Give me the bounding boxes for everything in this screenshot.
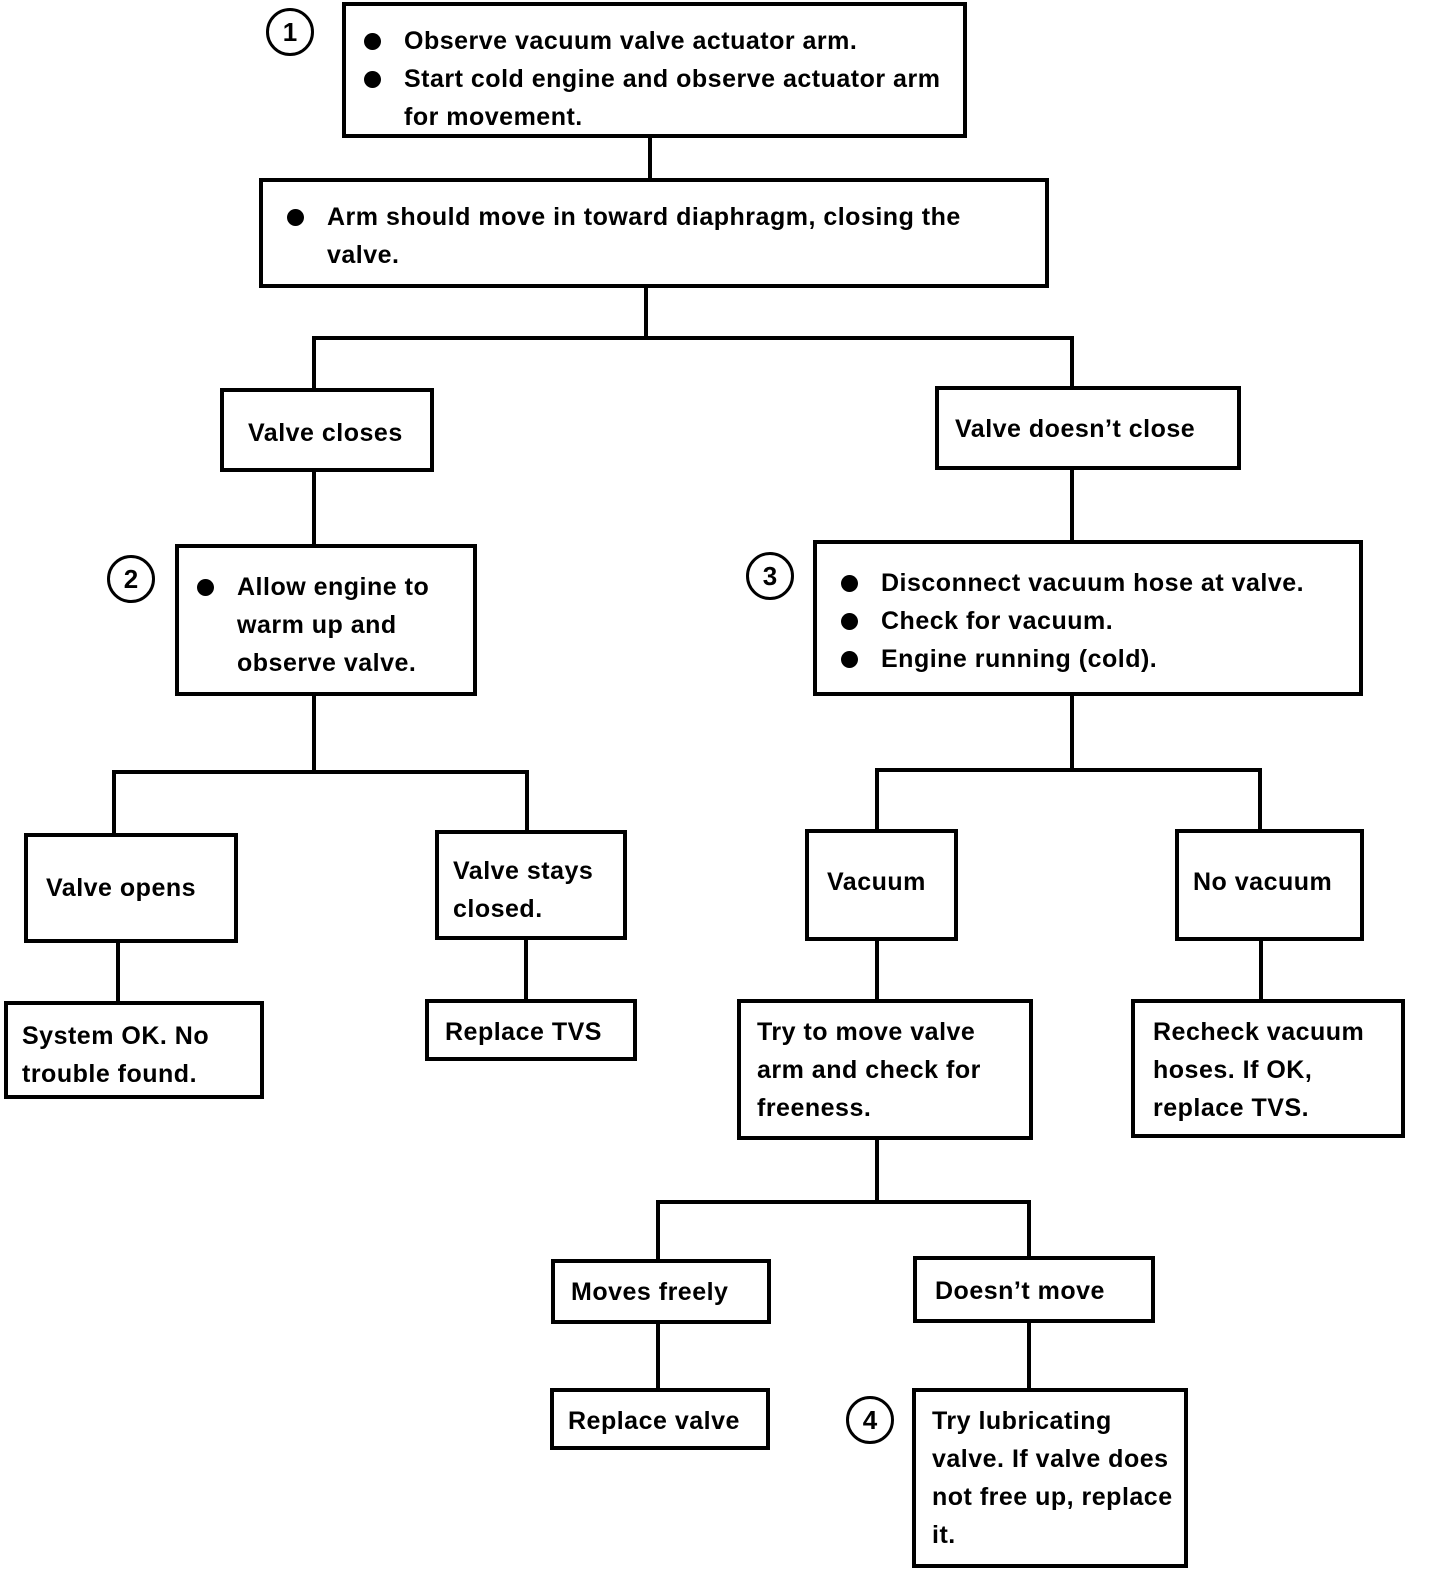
label-doesnt-move: Doesn’t move xyxy=(935,1277,1105,1305)
label-replace-valve: Replace valve xyxy=(568,1407,740,1435)
step-2-marker: 2 xyxy=(107,555,155,603)
step-4-marker: 4 xyxy=(846,1396,894,1444)
box-system-ok: System OK. No trouble found. xyxy=(4,1001,264,1099)
connector-warm-split xyxy=(112,692,529,837)
connector-trymove-split xyxy=(656,1136,1031,1263)
bullet-allow-warm-up: Allow engine to warm up and observe valv… xyxy=(195,568,463,682)
box-disconnect-vacuum-hose: Disconnect vacuum hose at valve. Check f… xyxy=(813,540,1363,696)
box-arm-should-move: Arm should move in toward diaphragm, clo… xyxy=(259,178,1049,288)
box-valve-doesnt-close: Valve doesn’t close xyxy=(935,386,1241,470)
box-valve-stays-closed: Valve stays closed. xyxy=(435,830,627,940)
box-valve-opens: Valve opens xyxy=(24,833,238,943)
box-moves-freely: Moves freely xyxy=(551,1259,771,1324)
step-1-marker: 1 xyxy=(266,8,314,56)
label-valve-closes: Valve closes xyxy=(248,419,403,447)
bullet-start-cold-engine: Start cold engine and observe actuator a… xyxy=(362,60,943,136)
box-no-vacuum: No vacuum xyxy=(1175,829,1364,941)
label-no-vacuum: No vacuum xyxy=(1193,868,1333,896)
step-3-marker: 3 xyxy=(746,552,794,600)
bullet-engine-running: Engine running (cold). xyxy=(839,640,1351,678)
label-valve-stays-closed: Valve stays closed. xyxy=(453,857,594,923)
label-recheck-vacuum-hoses: Recheck vacuum hoses. If OK, replace TVS… xyxy=(1153,1018,1365,1122)
box-allow-warm-up: Allow engine to warm up and observe valv… xyxy=(175,544,477,696)
box-doesnt-move: Doesn’t move xyxy=(913,1256,1155,1323)
box-valve-closes: Valve closes xyxy=(220,388,434,472)
label-vacuum: Vacuum xyxy=(827,868,926,896)
bullet-arm-should-move: Arm should move in toward diaphragm, clo… xyxy=(285,198,1029,274)
connector-2-split xyxy=(312,284,1074,392)
box-recheck-vacuum-hoses: Recheck vacuum hoses. If OK, replace TVS… xyxy=(1131,999,1405,1138)
label-try-lubricating: Try lubricating valve. If valve does not… xyxy=(932,1407,1173,1549)
box-vacuum: Vacuum xyxy=(805,829,958,941)
label-valve-doesnt-close: Valve doesn’t close xyxy=(955,415,1196,443)
label-valve-opens: Valve opens xyxy=(46,874,197,902)
connector-disconnect-split xyxy=(875,692,1262,833)
label-system-ok: System OK. No trouble found. xyxy=(22,1022,210,1088)
label-replace-tvs: Replace TVS xyxy=(445,1018,602,1046)
label-try-move-valve-arm: Try to move valve arm and check for free… xyxy=(757,1018,981,1122)
bullet-disconnect-hose: Disconnect vacuum hose at valve. xyxy=(839,564,1351,602)
bullet-check-vacuum: Check for vacuum. xyxy=(839,602,1351,640)
box-try-move-valve-arm: Try to move valve arm and check for free… xyxy=(737,999,1033,1140)
box-replace-valve: Replace valve xyxy=(550,1388,770,1450)
box-observe-actuator-arm: Observe vacuum valve actuator arm. Start… xyxy=(342,2,967,138)
box-replace-tvs: Replace TVS xyxy=(425,999,637,1061)
bullet-observe-arm: Observe vacuum valve actuator arm. xyxy=(362,22,943,60)
box-try-lubricating: Try lubricating valve. If valve does not… xyxy=(912,1388,1188,1568)
label-moves-freely: Moves freely xyxy=(571,1278,729,1306)
